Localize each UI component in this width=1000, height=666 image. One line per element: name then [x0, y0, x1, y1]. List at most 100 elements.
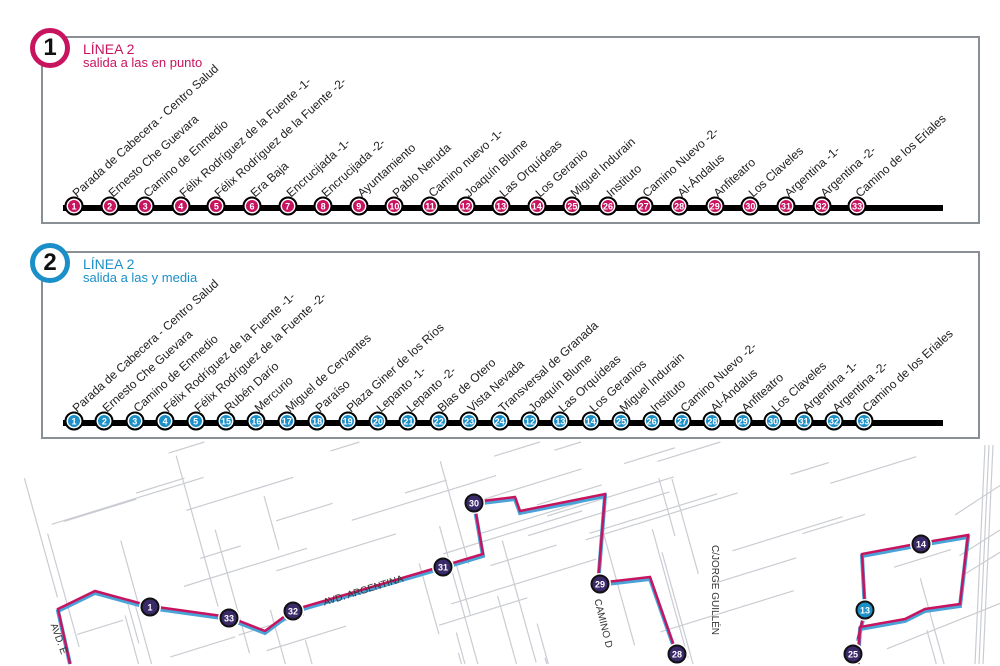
street [455, 563, 471, 615]
street [183, 547, 308, 587]
line1-stop-marker: 33 [847, 196, 867, 216]
line2-stop-marker: 25 [611, 411, 631, 431]
street [199, 545, 241, 560]
line2-stop-marker: 21 [398, 411, 418, 431]
street [602, 531, 636, 646]
street [961, 551, 1000, 577]
line2-stop-marker: 12 [520, 411, 540, 431]
street-label-jorge-guillen: C/JORGE GUILLÉN [709, 545, 720, 636]
street [351, 475, 497, 521]
street [438, 525, 479, 665]
street [439, 461, 470, 565]
map-station[interactable]: 31 [433, 557, 453, 577]
map-station[interactable]: 28 [667, 644, 687, 664]
street [214, 529, 251, 654]
street [790, 461, 830, 475]
street [76, 619, 124, 636]
street [263, 495, 280, 550]
street [133, 600, 153, 665]
street [269, 609, 286, 665]
highway [982, 444, 994, 665]
street [493, 441, 541, 457]
line2-stop-marker: 33 [854, 411, 874, 431]
line1-stop-marker: 3 [135, 196, 155, 216]
street [168, 441, 205, 454]
street [554, 441, 582, 451]
street [671, 478, 699, 575]
street [47, 533, 80, 648]
highway [974, 444, 986, 665]
street [275, 502, 333, 522]
street [661, 552, 694, 665]
street [443, 510, 583, 555]
line1-stop-marker: 1 [64, 196, 84, 216]
line2-stop-marker: 4 [155, 411, 175, 431]
street [404, 479, 447, 494]
line1-stop-marker: 9 [349, 196, 369, 216]
line2-stop-marker: 1 [64, 411, 84, 431]
line2-stop-marker: 2 [94, 411, 114, 431]
street [175, 455, 219, 607]
map-station[interactable]: 25 [843, 644, 863, 664]
street [126, 601, 140, 644]
street [536, 623, 549, 665]
line2-stop-marker: 30 [763, 411, 783, 431]
street [451, 558, 597, 605]
line2-stop-marker: 29 [733, 411, 753, 431]
line2-stop-marker: 27 [672, 411, 692, 431]
line2-stop-marker: 14 [581, 411, 601, 431]
map-station[interactable]: 13 [855, 600, 875, 620]
line1-stop-marker: 14 [527, 196, 547, 216]
street [457, 652, 463, 665]
street [536, 484, 602, 506]
street [135, 477, 185, 494]
line1-stop-marker: 2 [100, 196, 120, 216]
line2-stop-marker: 15 [216, 411, 236, 431]
line2-stop-marker: 22 [429, 411, 449, 431]
route-shadow [856, 534, 971, 665]
street [51, 476, 204, 525]
line-1-subtitle: salida a las en punto [83, 55, 203, 70]
line1-stop-marker: 27 [634, 196, 654, 216]
street [926, 629, 937, 665]
street [830, 456, 917, 484]
street [170, 636, 236, 658]
line1-stop-marker: 28 [669, 196, 689, 216]
map-station[interactable]: 29 [590, 574, 610, 594]
line2-stop-marker: 5 [186, 411, 206, 431]
street [954, 484, 1000, 516]
street [23, 478, 59, 598]
line2-stop-marker: 32 [824, 411, 844, 431]
line2-stop-marker: 16 [246, 411, 266, 431]
map-station[interactable]: 33 [219, 608, 239, 628]
line1-stop-marker: 13 [491, 196, 511, 216]
line2-stop-marker: 28 [702, 411, 722, 431]
line2-stop-marker: 3 [125, 411, 145, 431]
street [657, 441, 721, 463]
line2-stop-marker: 13 [550, 411, 570, 431]
line1-stop-marker: 5 [206, 196, 226, 216]
line1-stop-marker: 8 [313, 196, 333, 216]
street [893, 549, 952, 568]
line2-stop-marker: 26 [642, 411, 662, 431]
street [497, 595, 518, 665]
line1-stop-marker: 31 [776, 196, 796, 216]
map-station[interactable]: 32 [283, 601, 303, 621]
line1-stop-marker: 6 [242, 196, 262, 216]
street [658, 477, 676, 537]
street [490, 544, 557, 567]
line2-stop-marker: 17 [277, 411, 297, 431]
line-1-badge: 1 [30, 28, 70, 68]
map-station[interactable]: 30 [464, 493, 484, 513]
street [455, 632, 466, 665]
street [546, 476, 675, 517]
map-station[interactable]: 1 [140, 597, 160, 617]
line1-stop-marker: 32 [812, 196, 832, 216]
route-shadow [55, 493, 679, 665]
line1-stop-marker: 29 [705, 196, 725, 216]
map-station[interactable]: 14 [911, 534, 931, 554]
street [585, 492, 738, 541]
route-line [56, 492, 679, 665]
